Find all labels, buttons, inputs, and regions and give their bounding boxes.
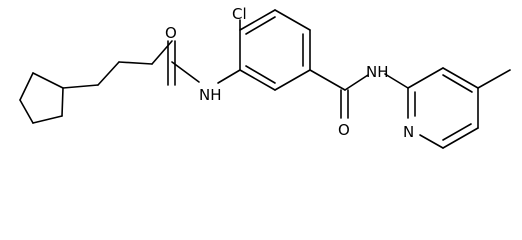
bond (239, 69, 276, 91)
pyridine-nitrogen-label: N (403, 123, 414, 141)
amide-oxygen-right-label: O (338, 121, 350, 139)
bond (309, 69, 346, 91)
chemical-structure: Cl O NH O NH N (19, 5, 511, 149)
bond (19, 72, 34, 101)
amide-oxygen-left-label: O (165, 24, 177, 42)
bond (171, 61, 200, 83)
bond (245, 65, 276, 84)
propanoyl-chain (62, 40, 200, 89)
bond (477, 69, 511, 89)
cyclopentane-ring (19, 72, 64, 124)
amide-nh-left-label: NH (199, 86, 222, 104)
bond (19, 99, 34, 124)
bond (442, 74, 473, 93)
bond (32, 72, 64, 89)
carboxamide-linker (309, 69, 409, 119)
bond (151, 40, 173, 65)
bond (442, 127, 479, 149)
bond (274, 9, 311, 31)
benzene-ring (217, 9, 311, 91)
bond (61, 87, 64, 117)
bond (442, 67, 479, 89)
bond (344, 74, 369, 91)
bond (442, 123, 472, 141)
bond (32, 115, 63, 124)
bond (274, 69, 311, 91)
bond (384, 73, 409, 89)
bond (217, 69, 241, 84)
methylpyridine-ring (407, 67, 511, 149)
bond (245, 16, 276, 35)
bond (118, 61, 153, 65)
bond (239, 9, 276, 31)
bond (97, 61, 120, 86)
chlorine-label: Cl (232, 5, 247, 23)
bond (62, 84, 99, 89)
amide-nh-right-label: NH (366, 63, 389, 81)
bond (419, 134, 444, 149)
bond (407, 67, 444, 89)
